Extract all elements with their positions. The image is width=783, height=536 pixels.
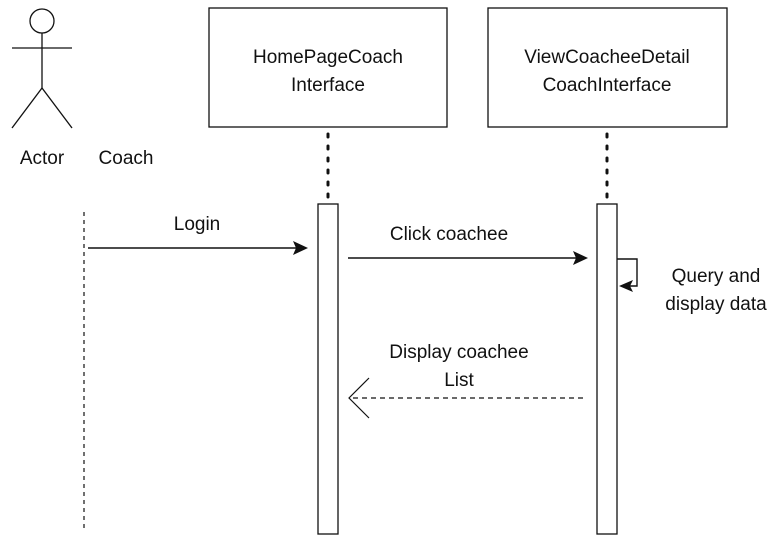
- click-coachee-label: Click coachee: [390, 224, 508, 245]
- participant-2-name-line1: ViewCoacheeDetail: [524, 47, 689, 68]
- participant-1-name-line1: HomePageCoach: [253, 47, 403, 68]
- self-call-label-line1: Query and: [672, 266, 761, 287]
- self-call-message-line: [617, 258, 638, 287]
- participant-box-homepagecoach: [208, 7, 448, 128]
- return-arrowhead: [348, 377, 370, 419]
- actor-type-label: Actor: [20, 148, 65, 169]
- return-label-line1: Display coachee: [389, 342, 528, 363]
- participant-1-activation-bar: [317, 203, 339, 535]
- self-call-label-line2: display data: [665, 294, 767, 315]
- participant-box-viewcoacheedetail: [487, 7, 728, 128]
- participant-1-name-line2: Interface: [291, 75, 365, 96]
- return-label-line2: List: [444, 370, 474, 391]
- login-label: Login: [174, 214, 221, 235]
- actor-name-label: Coach: [99, 148, 154, 169]
- participant-2-activation-bar: [596, 203, 618, 535]
- click-coachee-arrowhead: [573, 251, 588, 265]
- self-call-arrowhead: [619, 280, 633, 292]
- actor-figure: [11, 8, 73, 129]
- login-arrowhead: [293, 241, 308, 255]
- participant-2-name-line2: CoachInterface: [543, 75, 672, 96]
